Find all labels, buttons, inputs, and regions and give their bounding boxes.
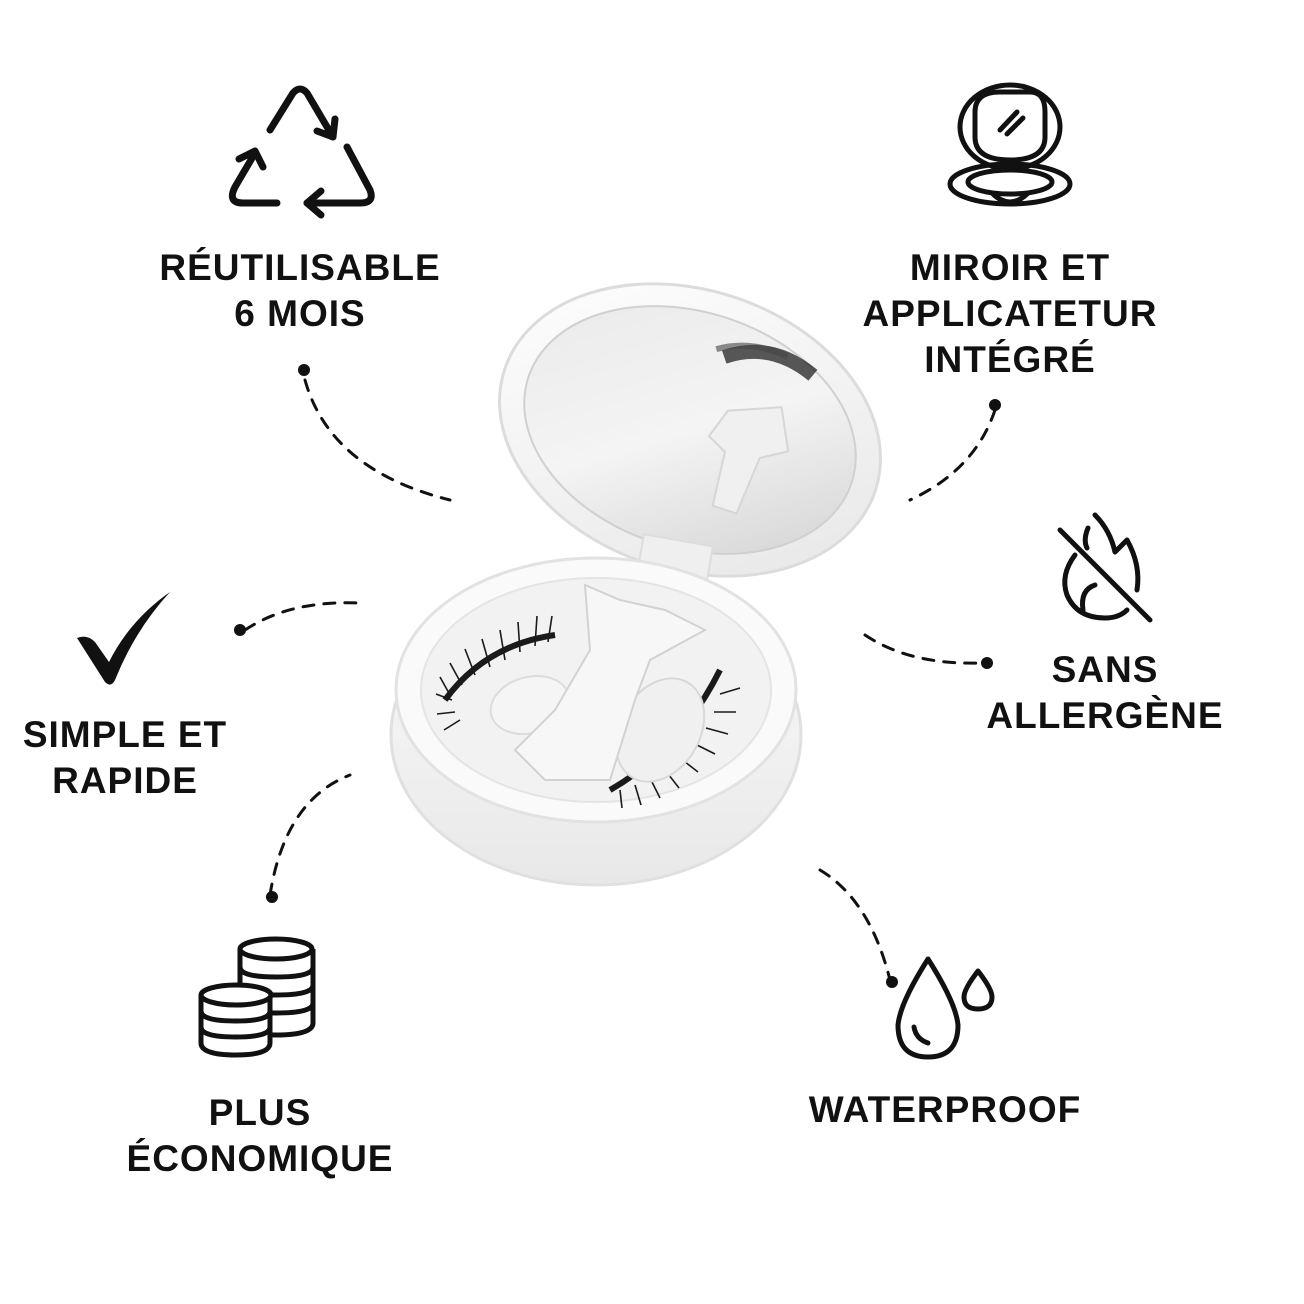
- recycle-icon: [228, 85, 375, 219]
- feature-waterproof-line1: WATERPROOF: [808, 1089, 1082, 1130]
- water-drops-icon: [895, 956, 995, 1060]
- feature-waterproof: WATERPROOF: [790, 955, 1100, 1133]
- feature-economic: PLUS ÉCONOMIQUE: [100, 935, 420, 1182]
- feature-mirror-line1: MIROIR ET: [909, 247, 1111, 288]
- coin-stack-icon: [198, 936, 315, 1058]
- feature-allergen-line2: ALLERGÈNE: [986, 695, 1224, 736]
- compact-mirror-icon: [947, 82, 1073, 207]
- feature-simple-fast: SIMPLE ET RAPIDE: [10, 590, 240, 804]
- feature-reusable-line2: 6 MOIS: [234, 293, 366, 334]
- feature-simple-line2: RAPIDE: [52, 760, 198, 801]
- feature-economic-line2: ÉCONOMIQUE: [126, 1138, 394, 1179]
- feature-economic-line1: PLUS: [208, 1092, 312, 1133]
- feature-allergen-line1: SANS: [1051, 649, 1159, 690]
- feature-mirror-line3: INTÉGRÉ: [924, 339, 1096, 380]
- checkmark-icon: [77, 592, 170, 685]
- feature-mirror-line2: APPLICATETUR: [862, 293, 1158, 334]
- feature-allergen-free: SANS ALLERGÈNE: [970, 510, 1240, 739]
- feature-mirror: MIROIR ET APPLICATETUR INTÉGRÉ: [830, 82, 1190, 383]
- no-allergen-flame-icon: [1057, 512, 1153, 623]
- feature-simple-line1: SIMPLE ET: [22, 714, 228, 755]
- feature-reusable: RÉUTILISABLE 6 MOIS: [130, 85, 470, 337]
- feature-reusable-line1: RÉUTILISABLE: [159, 247, 441, 288]
